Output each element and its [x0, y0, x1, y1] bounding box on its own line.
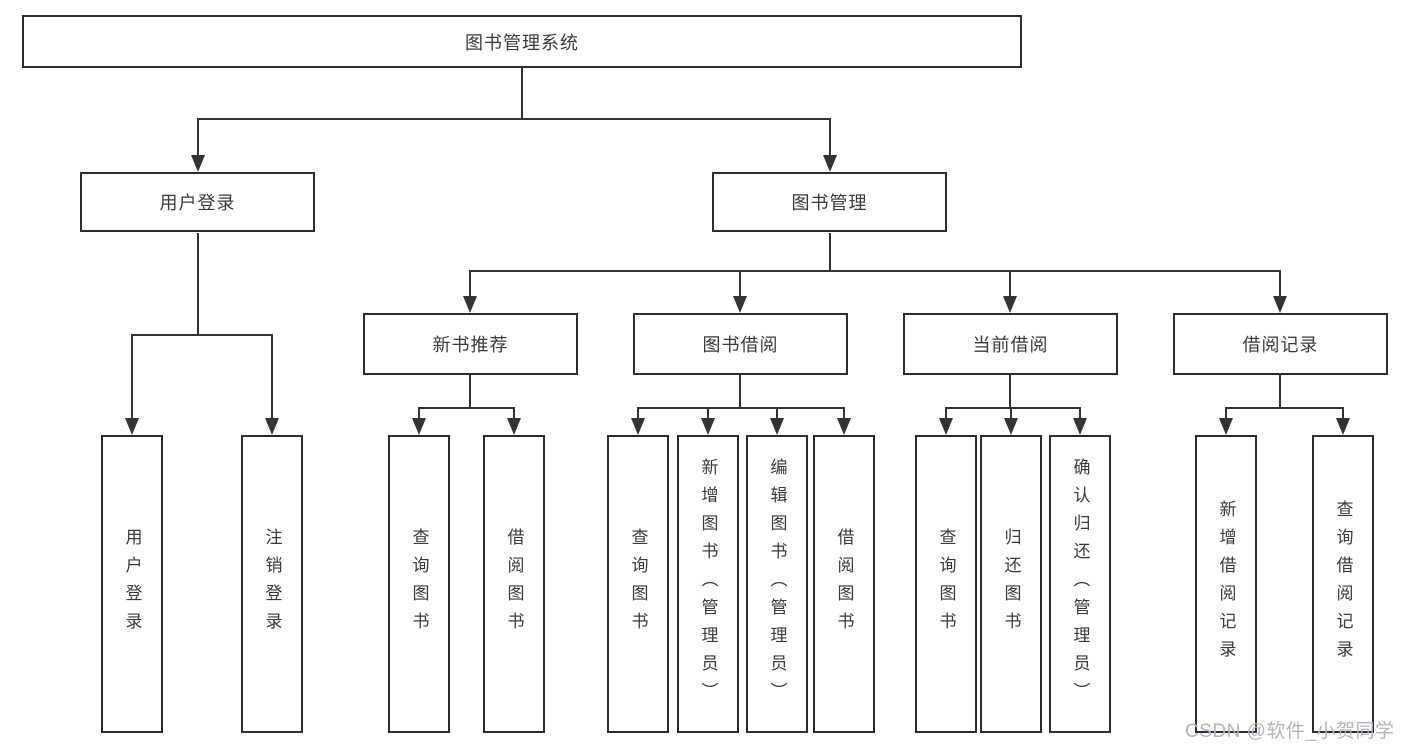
node-label: 查询图书 [936, 528, 956, 640]
node-new-book-recommend: 新书推荐 [363, 313, 578, 375]
node-label: 借阅图书 [834, 528, 854, 640]
node-user-login: 用户登录 [80, 172, 315, 232]
node-label: 注销登录 [262, 528, 282, 640]
node-book-management: 图书管理 [712, 172, 947, 232]
node-label: 查询图书 [409, 528, 429, 640]
node-label: 归还图书 [1001, 528, 1021, 640]
node-label: 确认归还（管理员） [1070, 458, 1090, 710]
csdn-watermark: CSDN @软件_小贺同学 [1185, 721, 1395, 742]
node-label: 新增图书（管理员） [698, 458, 718, 710]
node-label: 当前借阅 [972, 335, 1049, 355]
node-cb-return-book: 归还图书 [980, 435, 1042, 733]
node-label: 借阅图书 [504, 528, 524, 640]
node-leaf-logout: 注销登录 [241, 435, 303, 733]
node-cb-query-book: 查询图书 [915, 435, 977, 733]
node-label: 借阅记录 [1242, 335, 1319, 355]
node-rec-borrow-book: 借阅图书 [483, 435, 545, 733]
node-rec-query-book: 查询图书 [388, 435, 450, 733]
node-label: 新增借阅记录 [1216, 500, 1236, 668]
node-label: 用户登录 [159, 193, 236, 213]
node-label: 新书推荐 [432, 335, 509, 355]
node-root: 图书管理系统 [22, 15, 1022, 68]
node-label: 图书借阅 [702, 335, 779, 355]
node-label: 编辑图书（管理员） [767, 458, 787, 710]
node-leaf-user-login: 用户登录 [101, 435, 163, 733]
node-label: 用户登录 [122, 528, 142, 640]
node-label: 图书管理系统 [465, 32, 579, 53]
node-borrow-record: 借阅记录 [1173, 313, 1388, 375]
node-label: 查询借阅记录 [1333, 500, 1353, 668]
node-br-add-record: 新增借阅记录 [1195, 435, 1257, 733]
node-bb-edit-book-admin: 编辑图书（管理员） [746, 435, 808, 733]
node-bb-borrow-book: 借阅图书 [813, 435, 875, 733]
node-br-query-record: 查询借阅记录 [1312, 435, 1374, 733]
node-label: 图书管理 [791, 193, 868, 213]
node-current-borrow: 当前借阅 [903, 313, 1118, 375]
node-label: 查询图书 [628, 528, 648, 640]
node-bb-query-book: 查询图书 [607, 435, 669, 733]
node-book-borrow: 图书借阅 [633, 313, 848, 375]
node-cb-confirm-return-admin: 确认归还（管理员） [1049, 435, 1111, 733]
node-bb-add-book-admin: 新增图书（管理员） [677, 435, 739, 733]
